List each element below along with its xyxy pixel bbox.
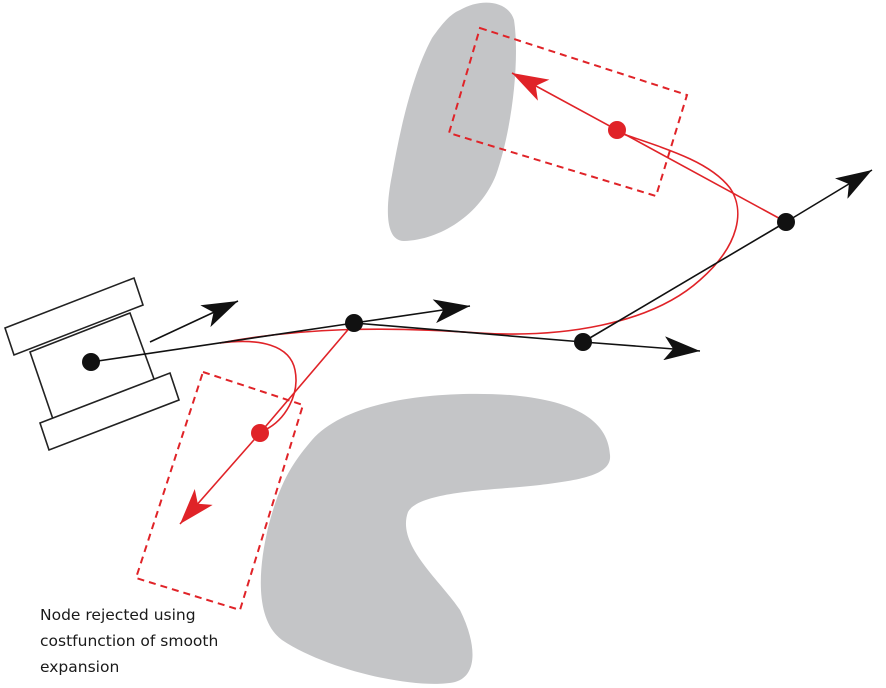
robot-vehicle-icon <box>3 276 181 452</box>
node1-heading <box>353 299 471 324</box>
vehicle-heading <box>149 300 239 343</box>
obstacles <box>260 2 611 684</box>
rejected-heading-top <box>511 72 618 131</box>
node3-heading <box>785 169 873 223</box>
rejected-region-top <box>447 26 689 198</box>
caption-line-1: Node rejected using <box>40 606 196 624</box>
vehicle-wheel-top <box>3 276 145 357</box>
rejected-heading-bottom <box>179 432 261 525</box>
obstacle-bottom <box>260 393 611 684</box>
vehicle-wheel-bottom <box>38 371 181 452</box>
edge-node2-to-node3 <box>582 221 787 343</box>
start-node <box>82 353 100 371</box>
rejected-node-bottom <box>251 424 269 442</box>
tree-node-3 <box>777 213 795 231</box>
caption-line-2: costfunction of smooth <box>40 632 219 650</box>
caption-line-3: expansion <box>40 658 120 676</box>
rejection-caption: Node rejected using costfunction of smoo… <box>40 602 300 680</box>
edge-start-to-node1 <box>90 322 355 363</box>
edge-node1-to-node2 <box>353 322 584 343</box>
node2-heading <box>582 336 701 361</box>
obstacle-top <box>387 2 516 242</box>
rejected-branch-top <box>616 129 787 223</box>
accepted-tree <box>82 169 873 371</box>
rejected-expansion-curve <box>219 340 297 431</box>
rejected-node-top <box>608 121 626 139</box>
rejected-branch-bottom <box>259 324 353 434</box>
tree-node-1 <box>345 314 363 332</box>
tree-node-2 <box>574 333 592 351</box>
